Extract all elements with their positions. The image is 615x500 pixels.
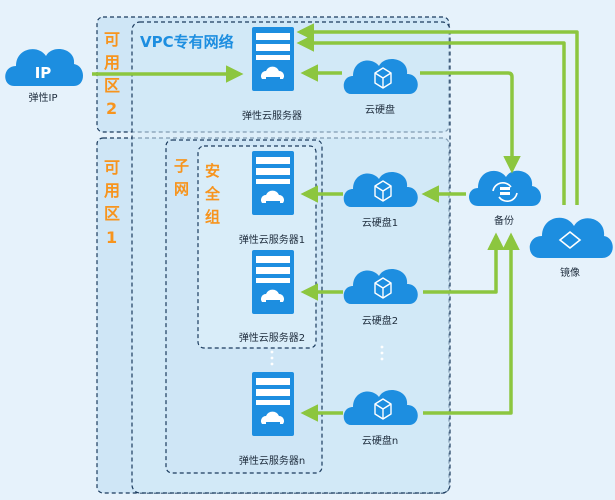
svg-text:IP: IP: [35, 64, 52, 82]
server-2: 弹性云服务器2: [239, 250, 305, 344]
subnet-label: 子 网: [174, 157, 189, 198]
svg-text:备份: 备份: [494, 214, 514, 227]
svg-text:可: 可: [104, 30, 120, 49]
svg-text:云硬盘: 云硬盘: [365, 103, 395, 116]
server-icon: [252, 250, 294, 314]
server-icon: [252, 151, 294, 215]
connection-arrows: [92, 23, 579, 422]
zone-1-label: 可 用 区 1: [104, 158, 120, 247]
svg-text:弹性云服务器1: 弹性云服务器1: [239, 233, 305, 246]
disk-1: 云硬盘1: [343, 171, 419, 229]
svg-text:安: 安: [205, 162, 220, 180]
svg-text:云硬盘n: 云硬盘n: [362, 434, 398, 447]
server-icon: [252, 27, 294, 91]
svg-text:云硬盘2: 云硬盘2: [362, 314, 398, 327]
server-n: 弹性云服务器n: [239, 372, 305, 467]
elastic-ip-icon: [5, 49, 83, 86]
svg-text:弹性IP: 弹性IP: [29, 91, 58, 104]
svg-text:网: 网: [174, 180, 189, 198]
svg-text:弹性云服务器2: 弹性云服务器2: [239, 331, 305, 344]
disk-top: 云硬盘: [343, 58, 419, 116]
svg-text:2: 2: [106, 99, 117, 118]
backup-node: 备份: [469, 170, 541, 227]
svg-text:弹性云服务器: 弹性云服务器: [242, 109, 302, 122]
server-icon: [252, 372, 294, 436]
svg-text:组: 组: [205, 208, 220, 226]
svg-text:弹性云服务器n: 弹性云服务器n: [239, 454, 305, 467]
svg-text:云硬盘1: 云硬盘1: [362, 216, 398, 229]
svg-text:用: 用: [104, 53, 120, 72]
security-group-label: 安 全 组: [204, 162, 221, 226]
image-node: 镜像: [529, 217, 613, 279]
vpc-title: VPC专有网络: [140, 33, 234, 51]
svg-text:可: 可: [104, 158, 120, 177]
server-ellipsis: [270, 350, 274, 366]
zone-2-label: 可 用 区 2: [104, 30, 120, 118]
svg-text:区: 区: [104, 76, 120, 95]
elastic-ip-node: IP 弹性IP: [5, 49, 83, 104]
server-top: 弹性云服务器: [242, 27, 302, 122]
svg-text:区: 区: [104, 204, 120, 223]
svg-text:用: 用: [104, 181, 120, 200]
server-1: 弹性云服务器1: [239, 151, 305, 246]
disk-2: 云硬盘2: [343, 268, 419, 327]
disk-n: 云硬盘n: [343, 389, 419, 447]
image-icon: [529, 217, 613, 258]
svg-text:子: 子: [174, 157, 189, 175]
svg-text:全: 全: [204, 185, 221, 203]
svg-text:镜像: 镜像: [560, 266, 580, 279]
disk-ellipsis: [380, 345, 384, 361]
svg-text:1: 1: [106, 228, 117, 247]
